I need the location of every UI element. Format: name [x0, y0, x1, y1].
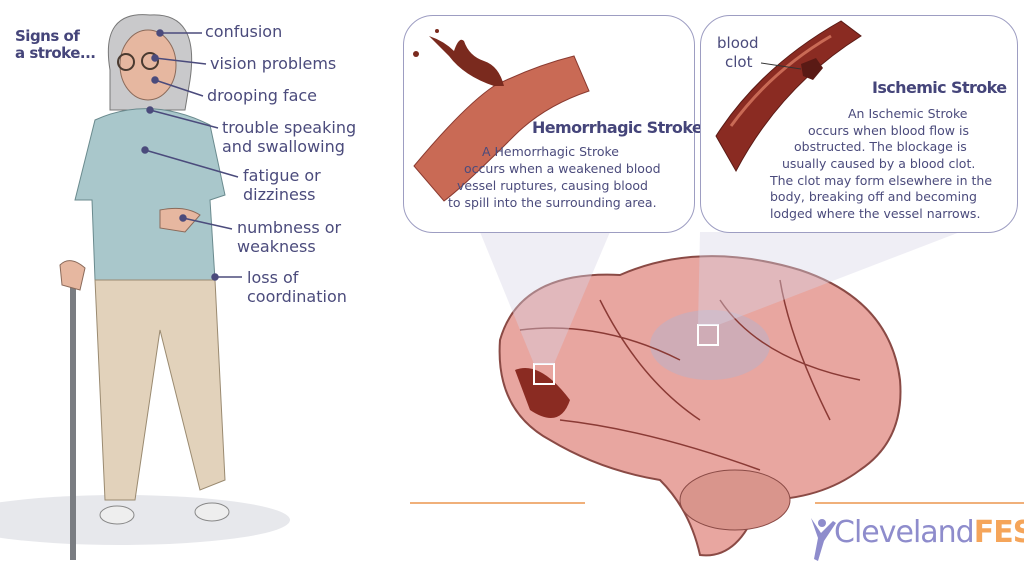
symptom-drooping-face: drooping face	[207, 86, 317, 105]
signs-title-line: Signs of	[15, 27, 80, 45]
ischemic-callout: blood clot Ischemic Stroke An Ischemic S…	[700, 15, 1018, 233]
symptom-confusion: confusion	[205, 22, 282, 41]
symptom-text: weakness	[237, 237, 316, 256]
logo-text-cleveland: Cleveland	[834, 515, 975, 550]
signs-title-line: a stroke...	[15, 44, 96, 62]
clevelandfes-logo: ClevelandFES	[810, 515, 1024, 550]
clot-label: blood	[717, 34, 759, 52]
clotted-vessel-icon	[715, 20, 862, 173]
ruptured-vessel-icon	[413, 29, 590, 202]
ischemic-text: occurs when blood flow is	[808, 123, 969, 138]
leader-lines	[141, 29, 242, 281]
hemorrhagic-heading: Hemorrhagic Stroke	[532, 118, 703, 137]
ischemic-text: obstructed. The blockage is	[794, 139, 967, 154]
callout-beam-left	[480, 232, 610, 364]
floor-shadow	[0, 495, 290, 545]
symptom-text: coordination	[247, 287, 347, 306]
ischemic-text: The clot may form elsewhere in the	[770, 173, 993, 188]
symptom-text: drooping face	[207, 86, 318, 105]
symptom-text: dizziness	[243, 185, 316, 204]
ischemic-text: body, breaking off and becoming	[770, 189, 977, 204]
brain-illustration	[498, 255, 902, 557]
symptom-text: loss of	[247, 268, 299, 287]
symptom-text: vision problems	[210, 54, 337, 73]
symptom-text: confusion	[205, 22, 283, 41]
hemorrhagic-text: occurs when a weakened blood	[464, 161, 661, 176]
symptom-text: trouble speaking	[222, 118, 357, 137]
logo-text-fes: FES	[973, 515, 1024, 550]
hemorrhagic-text: to spill into the surrounding area.	[448, 195, 657, 210]
ischemic-heading: Ischemic Stroke	[872, 78, 1007, 97]
symptom-text: numbness or	[237, 218, 342, 237]
callout-beam-right	[698, 232, 960, 325]
woman-illustration	[59, 14, 230, 560]
ischemic-text: An Ischemic Stroke	[848, 106, 968, 121]
signs-title: Signs of a stroke...	[15, 28, 96, 62]
symptom-text: and swallowing	[222, 137, 345, 156]
ischemic-text: usually caused by a blood clot.	[782, 156, 976, 171]
hemorrhagic-text: A Hemorrhagic Stroke	[482, 144, 619, 159]
hemorrhagic-callout: Hemorrhagic Stroke A Hemorrhagic Stroke …	[403, 15, 703, 233]
logo-figure-icon	[811, 518, 836, 561]
symptom-text: fatigue or	[243, 166, 321, 185]
hemorrhagic-text: vessel ruptures, causing blood	[457, 178, 648, 193]
symptom-vision: vision problems	[210, 54, 336, 73]
ischemic-text: lodged where the vessel narrows.	[770, 206, 981, 221]
clot-label: clot	[725, 53, 753, 71]
